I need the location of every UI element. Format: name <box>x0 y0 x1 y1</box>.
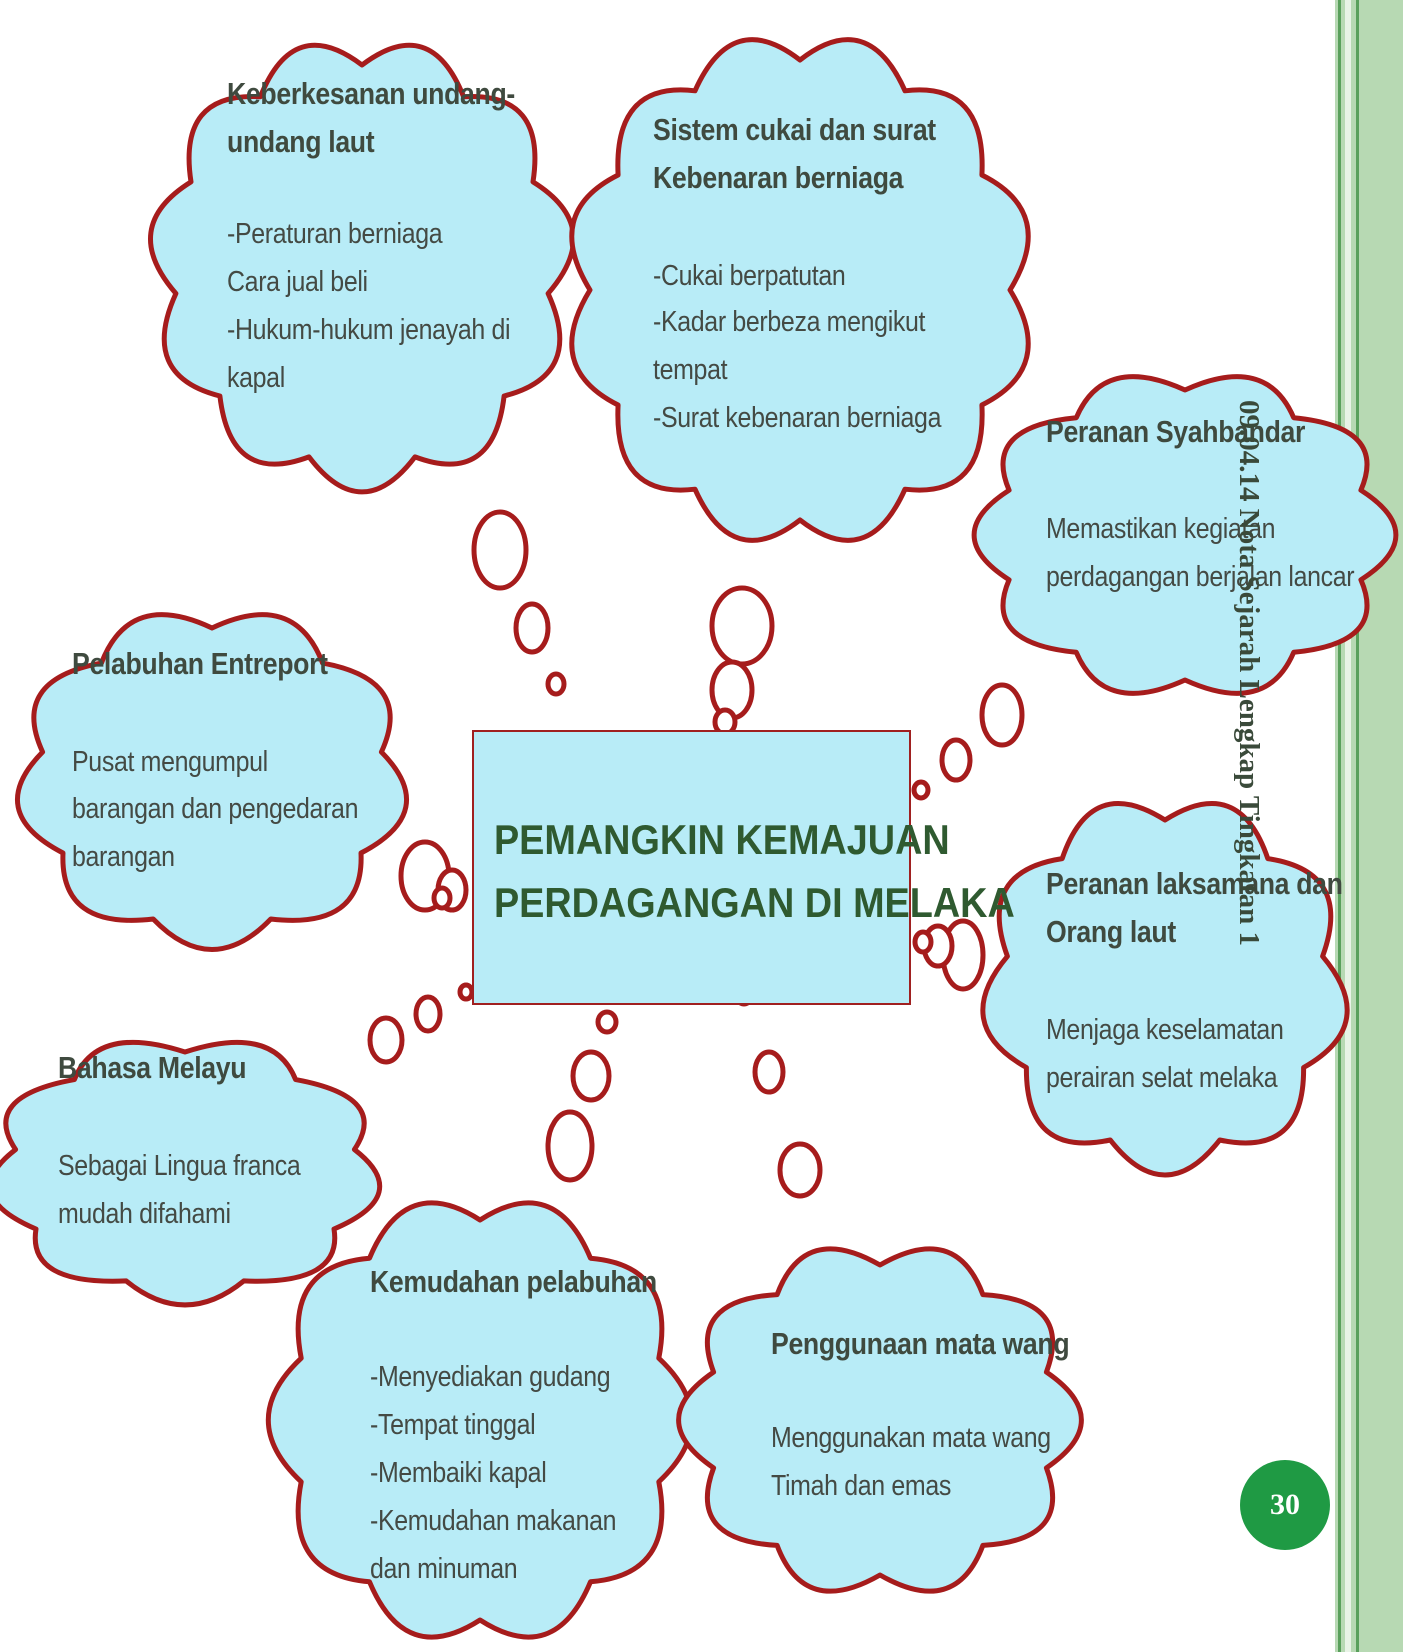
cloud-line: -Cukai berpatutan <box>653 260 846 292</box>
thought-bubble <box>570 1049 612 1103</box>
cloud-line: Pusat mengumpul <box>72 746 268 778</box>
center-box <box>472 730 911 1005</box>
cloud-line: Sebagai Lingua franca <box>58 1150 301 1182</box>
thought-bubble <box>413 994 443 1034</box>
cloud-line: -Peraturan berniaga <box>227 218 443 250</box>
cloud-matawang <box>676 1246 1084 1594</box>
thought-bubble <box>979 682 1025 748</box>
cloud-line: -Surat kebenaran berniaga <box>653 402 942 434</box>
cloud-line: barangan <box>72 841 175 873</box>
cloud-line: Menggunakan mata wang <box>771 1422 1051 1454</box>
cloud-line: mudah difahami <box>58 1198 231 1230</box>
cloud-title: Pelabuhan Entreport <box>72 646 328 681</box>
cloud-line: Menjaga keselamatan <box>1046 1014 1284 1046</box>
footer-label: 09.04.14 Nota Sejarah Lengkap Tingkatan … <box>1233 400 1265 947</box>
cloud-line: tempat <box>653 354 728 386</box>
cloud-line: barangan dan pengedaran <box>72 793 359 825</box>
cloud-line: -Tempat tinggal <box>370 1409 536 1441</box>
cloud-line: -Kemudahan makanan <box>370 1505 617 1537</box>
side-line <box>1338 0 1341 1652</box>
side-line <box>1356 0 1359 1652</box>
thought-bubble <box>709 585 775 667</box>
thought-bubble <box>457 982 475 1002</box>
thought-bubble <box>367 1015 405 1065</box>
cloud-kemudahan <box>265 1200 695 1640</box>
thought-bubble <box>912 929 934 955</box>
cloud-title: Sistem cukai dan surat <box>653 112 936 147</box>
cloud-title: Kemudahan pelabuhan <box>370 1264 657 1299</box>
cloud-line: Cara jual beli <box>227 266 368 298</box>
cloud-line: -Kadar berbeza mengikut <box>653 306 926 338</box>
cloud-title: Peranan laksamana dan <box>1046 866 1343 901</box>
thought-bubble <box>471 509 529 591</box>
cloud-line: -Membaiki kapal <box>370 1457 547 1489</box>
thought-bubble <box>939 737 973 783</box>
cloud-title: Keberkesanan undang- <box>227 76 515 111</box>
cloud-line: Timah dan emas <box>771 1470 952 1502</box>
cloud-title: Orang laut <box>1046 914 1176 949</box>
thought-bubble <box>431 885 453 911</box>
cloud-cukai <box>569 37 1031 543</box>
cloud-entreport <box>15 612 409 952</box>
page-number-badge: 30 <box>1240 1460 1330 1550</box>
cloud-title: Bahasa Melayu <box>58 1050 247 1085</box>
cloud-laksamana <box>980 801 1350 1178</box>
cloud-line: -Menyediakan gudang <box>370 1361 611 1393</box>
thought-bubble <box>545 671 567 697</box>
cloud-bahasa <box>0 1039 383 1308</box>
cloud-line: -Hukum-hukum jenayah di <box>227 314 511 346</box>
cloud-line: Memastikan kegiatan <box>1046 513 1276 545</box>
thought-bubble <box>545 1109 595 1183</box>
side-line <box>1345 0 1351 1652</box>
center-title: PEMANGKIN KEMAJUAN PERDAGANGAN DI MELAKA <box>493 808 1015 934</box>
cloud-title: Kebenaran berniaga <box>653 160 904 195</box>
cloud-title: undang laut <box>227 124 375 159</box>
center-title-line: PERDAGANGAN DI MELAKA <box>493 879 1015 926</box>
cloud-line: kapal <box>227 362 285 394</box>
cloud-line: dan minuman <box>370 1553 518 1585</box>
center-title-line: PEMANGKIN KEMAJUAN <box>493 816 950 863</box>
thought-bubble <box>752 1049 786 1095</box>
cloud-syahbandar <box>971 374 1399 696</box>
cloud-line: perdagangan berjalan lancar <box>1046 561 1355 593</box>
thought-bubble <box>595 1009 619 1035</box>
thought-bubble <box>709 659 755 721</box>
cloud-line: perairan selat melaka <box>1046 1062 1278 1094</box>
cloud-undang <box>148 42 576 495</box>
thought-bubble <box>513 601 551 655</box>
cloud-title: Peranan Syahbandar <box>1046 414 1306 449</box>
thought-bubble <box>911 779 931 801</box>
cloud-title: Penggunaan mata wang <box>771 1326 1070 1361</box>
thought-bubble <box>777 1141 823 1199</box>
